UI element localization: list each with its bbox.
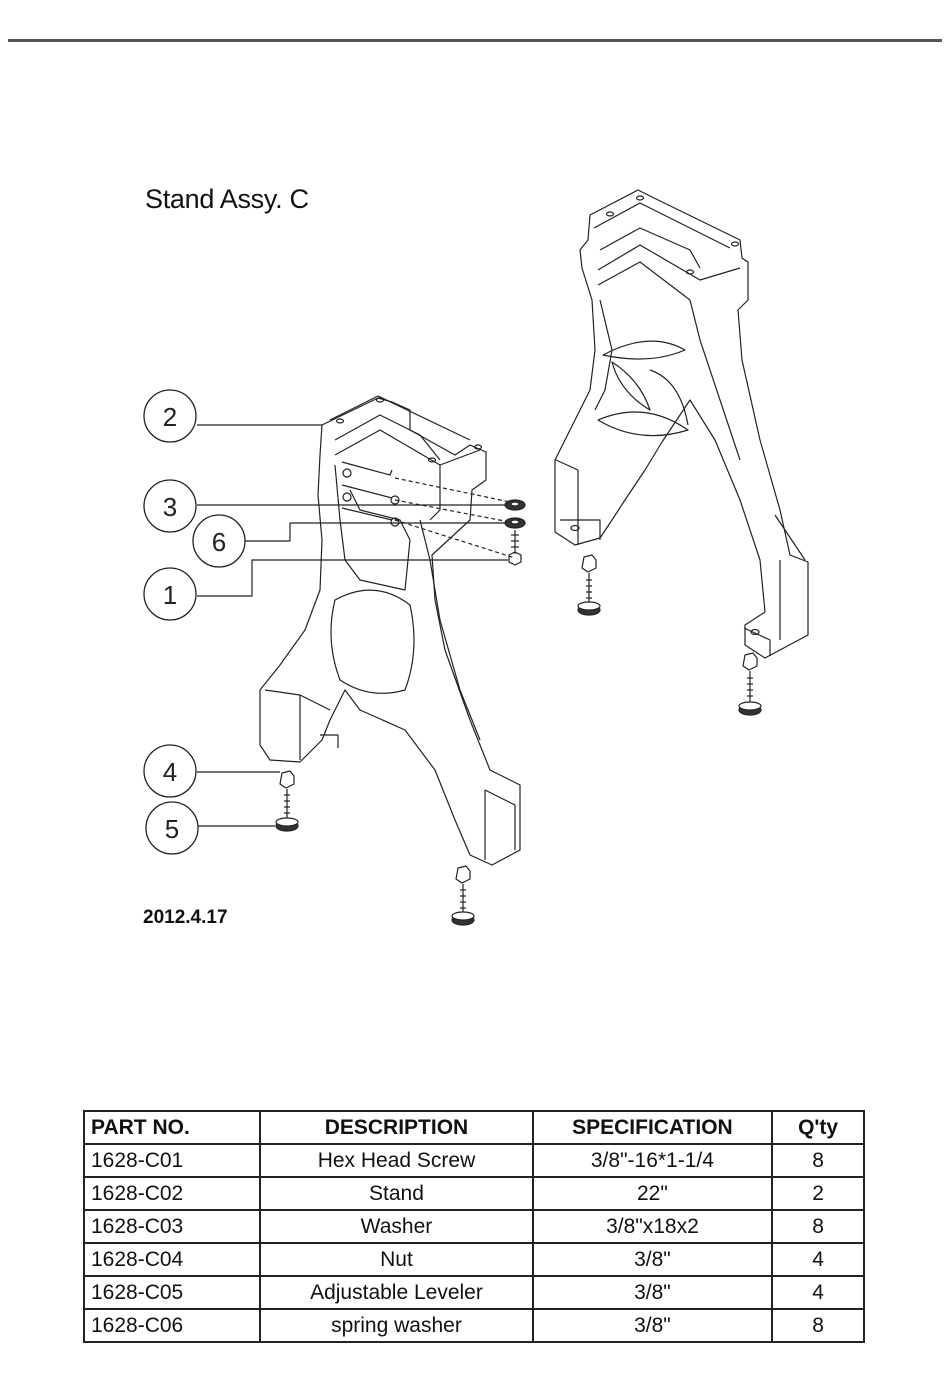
qty-cell: 8 xyxy=(772,1210,864,1243)
table-header-row: PART NO. DESCRIPTION SPECIFICATION Q'ty xyxy=(84,1111,864,1144)
leveler-left-stand-b xyxy=(452,866,474,925)
part-no-cell: 1628-C03 xyxy=(84,1210,260,1243)
specification-cell: 3/8" xyxy=(533,1243,773,1276)
stand-left xyxy=(260,396,520,865)
part-no-cell: 1628-C06 xyxy=(84,1309,260,1342)
leader-line-1 xyxy=(197,560,508,596)
drawing-date: 2012.4.17 xyxy=(143,907,228,929)
description-cell: Stand xyxy=(260,1177,532,1210)
qty-cell: 8 xyxy=(772,1144,864,1177)
table-row: 1628-C06 spring washer 3/8" 8 xyxy=(84,1309,864,1342)
header-specification: SPECIFICATION xyxy=(533,1111,773,1144)
description-cell: Nut xyxy=(260,1243,532,1276)
leveler-right-stand-b xyxy=(739,653,761,715)
specification-cell: 3/8" xyxy=(533,1309,773,1342)
qty-cell: 4 xyxy=(772,1276,864,1309)
parts-table: PART NO. DESCRIPTION SPECIFICATION Q'ty … xyxy=(83,1110,865,1343)
qty-cell: 8 xyxy=(772,1309,864,1342)
qty-cell: 4 xyxy=(772,1243,864,1276)
callout-number-5: 5 xyxy=(165,814,179,844)
description-cell: Washer xyxy=(260,1210,532,1243)
description-cell: spring washer xyxy=(260,1309,532,1342)
specification-cell: 22" xyxy=(533,1177,773,1210)
callout-number-4: 4 xyxy=(163,757,177,787)
part-no-cell: 1628-C05 xyxy=(84,1276,260,1309)
hardware-stack xyxy=(505,500,525,565)
callout-number-1: 1 xyxy=(163,580,177,610)
specification-cell: 3/8" xyxy=(533,1276,773,1309)
part-no-cell: 1628-C01 xyxy=(84,1144,260,1177)
callout-number-6: 6 xyxy=(212,527,226,557)
specification-cell: 3/8"x18x2 xyxy=(533,1210,773,1243)
leader-line-6 xyxy=(240,523,505,541)
table-row: 1628-C03 Washer 3/8"x18x2 8 xyxy=(84,1210,864,1243)
specification-cell: 3/8"-16*1-1/4 xyxy=(533,1144,773,1177)
qty-cell: 2 xyxy=(772,1177,864,1210)
description-cell: Adjustable Leveler xyxy=(260,1276,532,1309)
leveler-left-stand-a xyxy=(276,771,298,831)
table-row: 1628-C01 Hex Head Screw 3/8"-16*1-1/4 8 xyxy=(84,1144,864,1177)
part-no-cell: 1628-C04 xyxy=(84,1243,260,1276)
table-row: 1628-C02 Stand 22" 2 xyxy=(84,1177,864,1210)
description-cell: Hex Head Screw xyxy=(260,1144,532,1177)
part-no-cell: 1628-C02 xyxy=(84,1177,260,1210)
header-part-no: PART NO. xyxy=(84,1111,260,1144)
header-description: DESCRIPTION xyxy=(260,1111,532,1144)
header-qty: Q'ty xyxy=(772,1111,864,1144)
table-row: 1628-C05 Adjustable Leveler 3/8" 4 xyxy=(84,1276,864,1309)
table-row: 1628-C04 Nut 3/8" 4 xyxy=(84,1243,864,1276)
leveler-right-stand-a xyxy=(578,555,600,615)
callout-number-3: 3 xyxy=(163,492,177,522)
callout-number-2: 2 xyxy=(163,402,177,432)
stand-right xyxy=(555,190,808,658)
